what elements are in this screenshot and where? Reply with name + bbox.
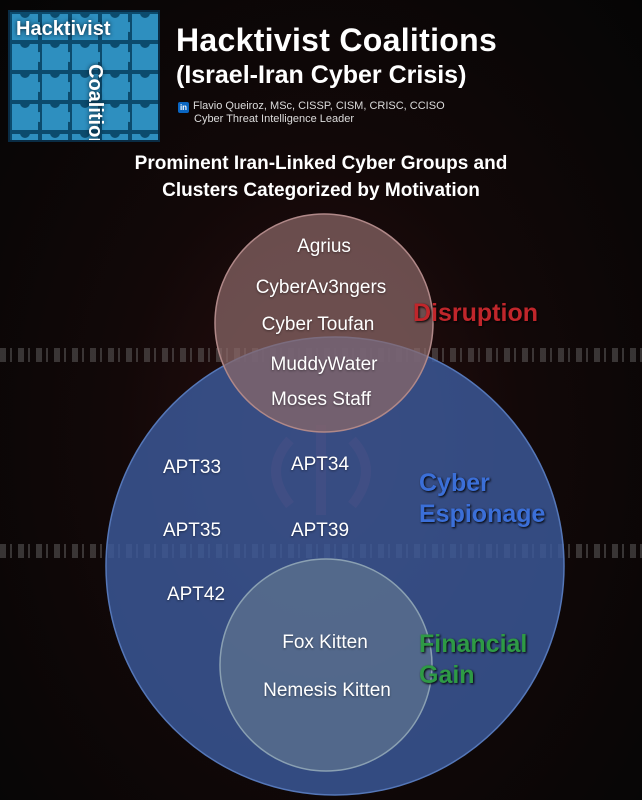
group-label: CyberAv3ngers <box>255 277 387 298</box>
group-label: APT34 <box>290 454 350 475</box>
financial-circle <box>219 558 433 772</box>
group-label: Agrius <box>297 236 351 257</box>
espionage-label-line1: Cyber <box>419 469 490 497</box>
section-heading: Prominent Iran-Linked Cyber Groups and C… <box>0 150 642 204</box>
page-subtitle: (Israel-Iran Cyber Crisis) <box>176 61 467 89</box>
author-role: Cyber Threat Intelligence Leader <box>194 113 355 125</box>
logo: Hacktivist Coalitions <box>8 10 160 142</box>
disruption-label: Disruption <box>413 299 538 327</box>
page-title: Hacktivist Coalitions <box>176 22 498 58</box>
linkedin-icon[interactable]: in <box>178 102 189 113</box>
heading-line1: Prominent Iran-Linked Cyber Groups and <box>134 153 508 174</box>
financial-label-line2: Gain <box>419 661 475 689</box>
puzzle-pattern-icon <box>10 12 158 140</box>
financial-label: Financial Gain <box>419 629 527 691</box>
espionage-label: Cyber Espionage <box>419 468 545 530</box>
logo-text-top: Hacktivist <box>16 18 111 40</box>
espionage-label-line2: Espionage <box>419 500 546 528</box>
heading-line2: Clusters Categorized by Motivation <box>162 180 480 201</box>
group-label: Fox Kitten <box>282 632 368 653</box>
group-label: APT39 <box>290 520 350 541</box>
author-name: Flavio Queiroz, MSc, CISSP, CISM, CRISC,… <box>193 100 445 112</box>
group-label: APT33 <box>162 457 222 478</box>
group-label: Nemesis Kitten <box>263 680 391 701</box>
author-line: in Flavio Queiroz, MSc, CISSP, CISM, CRIS… <box>178 99 445 113</box>
disruption-circle <box>214 213 434 433</box>
group-label: Cyber Toufan <box>261 314 375 335</box>
group-label: Moses Staff <box>271 389 371 410</box>
group-label: MuddyWater <box>270 354 378 375</box>
group-label: APT42 <box>166 584 226 605</box>
financial-label-line1: Financial <box>419 630 528 658</box>
group-label: APT35 <box>162 520 222 541</box>
